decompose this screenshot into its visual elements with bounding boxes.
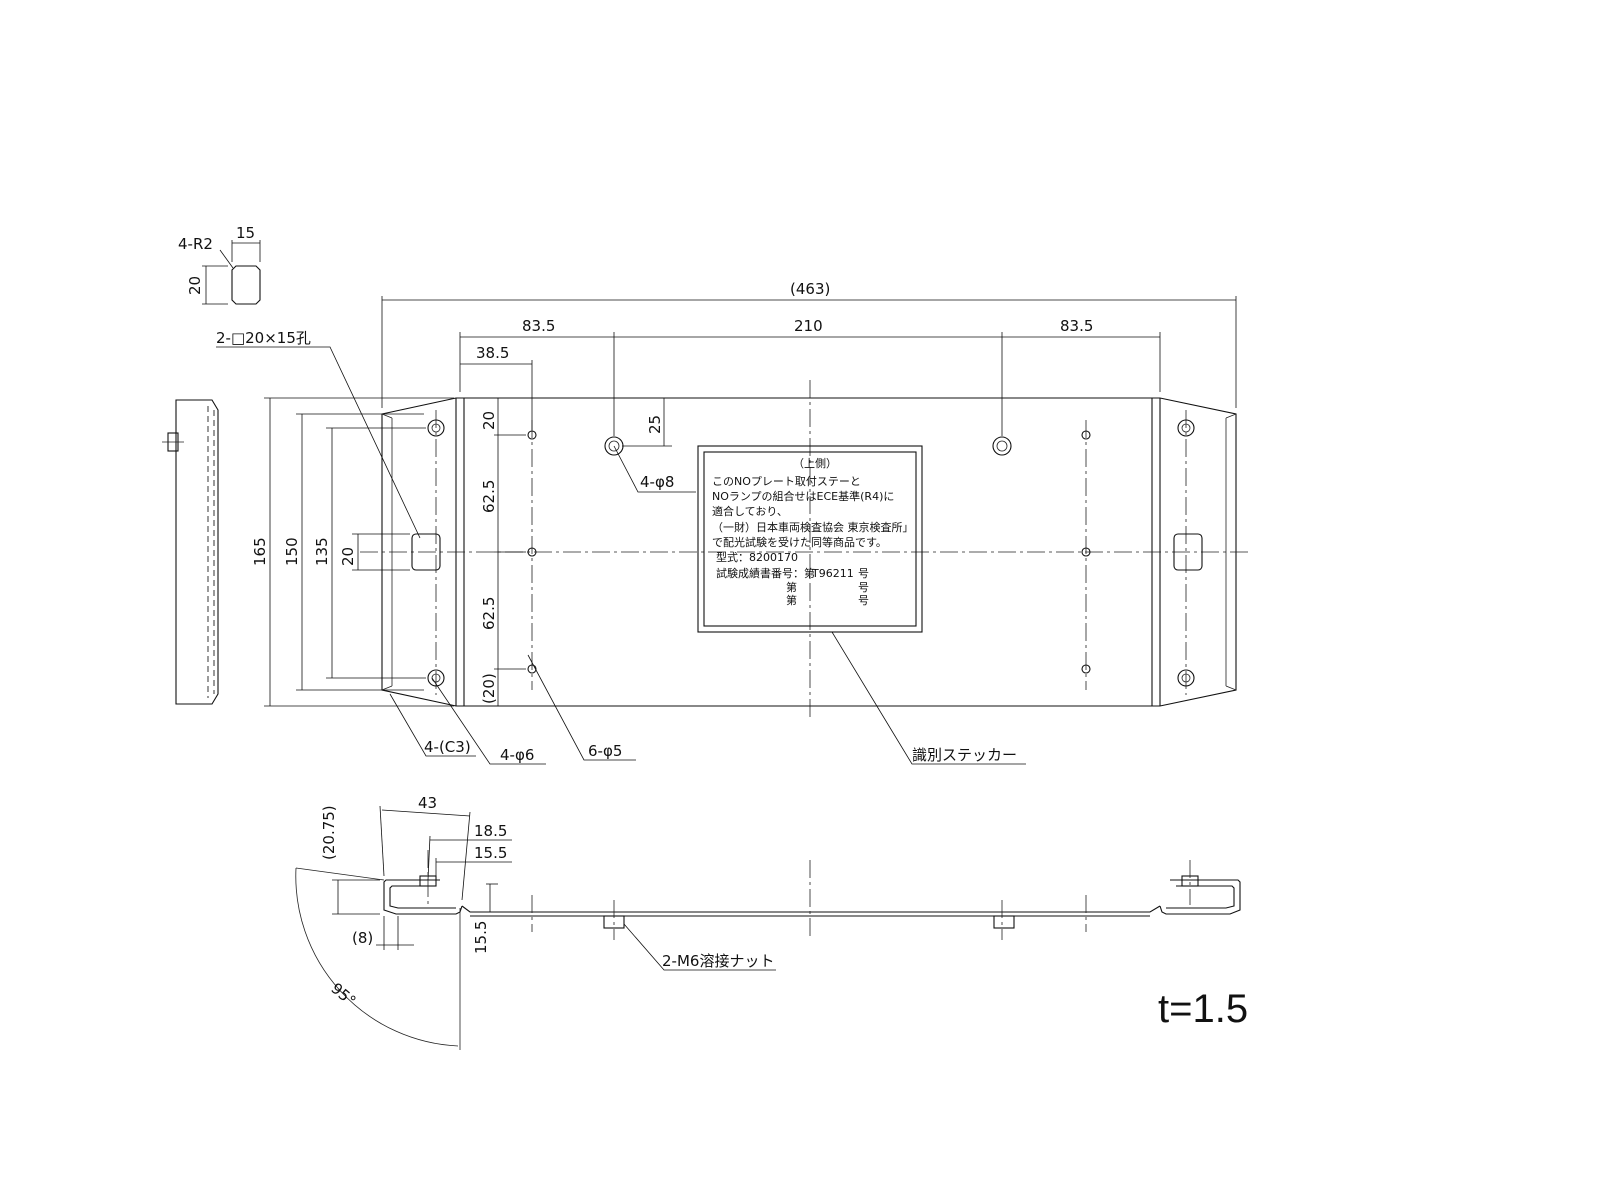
height-165-label: 165 [251, 537, 269, 566]
sticker-model: 型式：8200170 [716, 550, 798, 564]
side-15-5-top-label: 15.5 [474, 844, 507, 862]
sticker-row3-suffix: 号 [858, 594, 869, 607]
left-pitch-label: 83.5 [522, 317, 555, 335]
sticker-line1: このNOプレート取付ステーと [712, 475, 861, 488]
square-hole-detail: 15 20 4-R2 [178, 224, 261, 305]
sticker-cert-suffix: 号 [858, 567, 869, 580]
sticker-line5: で配光試験を受けた同等商品です。 [712, 535, 887, 549]
sticker-callout: 識別ステッカー [912, 746, 1017, 764]
sticker-cert-label: 試験成績書番号：第 [716, 566, 815, 580]
side-view [162, 399, 219, 705]
slot-height-label: 20 [339, 547, 357, 566]
phi5-callout: 6-φ5 [588, 742, 622, 760]
right-pitch-label: 83.5 [1060, 317, 1093, 335]
center-pitch-label: 210 [794, 317, 823, 335]
sticker-row2-suffix: 号 [858, 581, 869, 594]
sticker-line4: （一財）日本車両検査協会 東京検査所」 [712, 520, 914, 534]
sticker-header: （上側） [793, 457, 837, 470]
offset-25-label: 25 [646, 415, 664, 434]
phi6-holes [427, 419, 1195, 687]
weld-nut-right [993, 915, 1015, 929]
side-8-label: (8) [352, 929, 373, 947]
bottom-offset-label: (20) [480, 673, 498, 704]
chamfer-callout: 4-(C3) [424, 738, 471, 756]
top-offset-label: 20 [480, 411, 498, 430]
weld-nut-callout: 2-M6溶接ナット [662, 952, 774, 970]
pitch-bottom-label: 62.5 [480, 597, 498, 630]
side-18-5-label: 18.5 [474, 822, 507, 840]
pitch-top-label: 62.5 [480, 480, 498, 513]
detail-height-label: 20 [186, 276, 204, 295]
section-view: 95° (20.75) (8) 43 18.5 15.5 15.5 2-M6溶接… [295, 794, 1241, 1050]
edge-to-hole-label: 38.5 [476, 344, 509, 362]
identification-sticker: （上側） このNOプレート取付ステーと NOランプの組合せはECE基準(R4)に… [697, 445, 923, 633]
side-43-label: 43 [418, 794, 437, 812]
sticker-cert-no: T96211 [811, 567, 854, 580]
phi6-callout: 4-φ6 [500, 746, 534, 764]
sticker-line2: NOランプの組合せはECE基準(R4)に [712, 489, 894, 503]
phi8-callout: 4-φ8 [640, 473, 674, 491]
top-view-dimensions: (463) 83.5 210 83.5 38.5 165 150 135 [251, 280, 1237, 707]
detail-width-label: 15 [236, 224, 255, 242]
corner-radius-callout: 4-R2 [178, 235, 213, 253]
square-hole-left [411, 533, 441, 571]
overall-length-label: (463) [790, 280, 830, 298]
plate-top-view: （上側） このNOプレート取付ステーと NOランプの組合せはECE基準(R4)に… [360, 380, 1250, 720]
phi5-holes [527, 430, 1091, 674]
sticker-row2-prefix: 第 [786, 580, 797, 594]
thickness-note: t=1.5 [1158, 987, 1248, 1031]
sticker-row3-prefix: 第 [786, 593, 797, 607]
square-hole-right [1173, 533, 1203, 571]
square-holes-callout: 2-□20×15孔 [216, 329, 311, 347]
top-view-callouts: 2-□20×15孔 4-φ8 4-(C3) 4-φ6 6-φ5 識別ステッカー [216, 329, 1026, 765]
sticker-line3: 適合しており、 [712, 504, 788, 518]
angle-label: 95° [327, 979, 359, 1010]
side-15-5-left-label: 15.5 [472, 921, 490, 954]
side-20-75-label: (20.75) [320, 805, 338, 860]
height-135-label: 135 [313, 537, 331, 566]
height-150-label: 150 [283, 537, 301, 566]
